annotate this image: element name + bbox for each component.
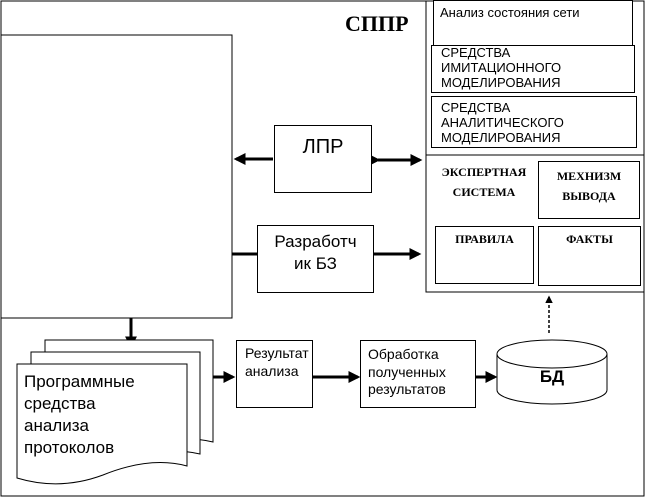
dss-boundary (425, 1, 644, 293)
rules-box (435, 226, 534, 284)
simulation-tools-box (431, 45, 635, 93)
protocol-tools-label: Программные средства анализа протоколов (24, 372, 135, 458)
analytic-tools-box (431, 96, 637, 148)
facts-box (538, 226, 641, 286)
kb-developer-box (257, 225, 374, 293)
facts-label: ФАКТЫ (566, 232, 613, 246)
processing-label: Обработка полученных результатов (368, 346, 446, 397)
rules-label: ПРАВИЛА (455, 232, 514, 246)
expert-system-label: ЭКСПЕРТНАЯ СИСТЕМА (441, 165, 527, 200)
network-block (0, 34, 233, 319)
network-analysis-label: Анализ состояния сети (440, 5, 580, 20)
processing-box (360, 340, 476, 408)
inference-engine-label: МЕХНИЗМ ВЫВОДА (556, 169, 622, 204)
database-cylinder (496, 339, 608, 405)
doc-stack-front (16, 363, 188, 485)
analysis-result-label: Результат анализа (245, 345, 309, 379)
decision-maker-box (274, 125, 372, 193)
simulation-tools-label: СРЕДСТВА ИМИТАЦИОННОГО МОДЕЛИРОВАНИЯ (441, 45, 562, 90)
analysis-result-box (236, 340, 313, 408)
dss-title: СППР (345, 11, 409, 36)
database-label: БД (539, 367, 565, 386)
analytic-tools-label: СРЕДСТВА АНАЛИТИЧЕСКОГО МОДЕЛИРОВАНИЯ (441, 100, 564, 145)
kb-developer-label: Разработч ик БЗ (274, 232, 357, 274)
inference-engine-box (538, 161, 640, 219)
network-analysis-box (433, 0, 633, 48)
decision-maker-label: ЛПР (302, 136, 344, 158)
